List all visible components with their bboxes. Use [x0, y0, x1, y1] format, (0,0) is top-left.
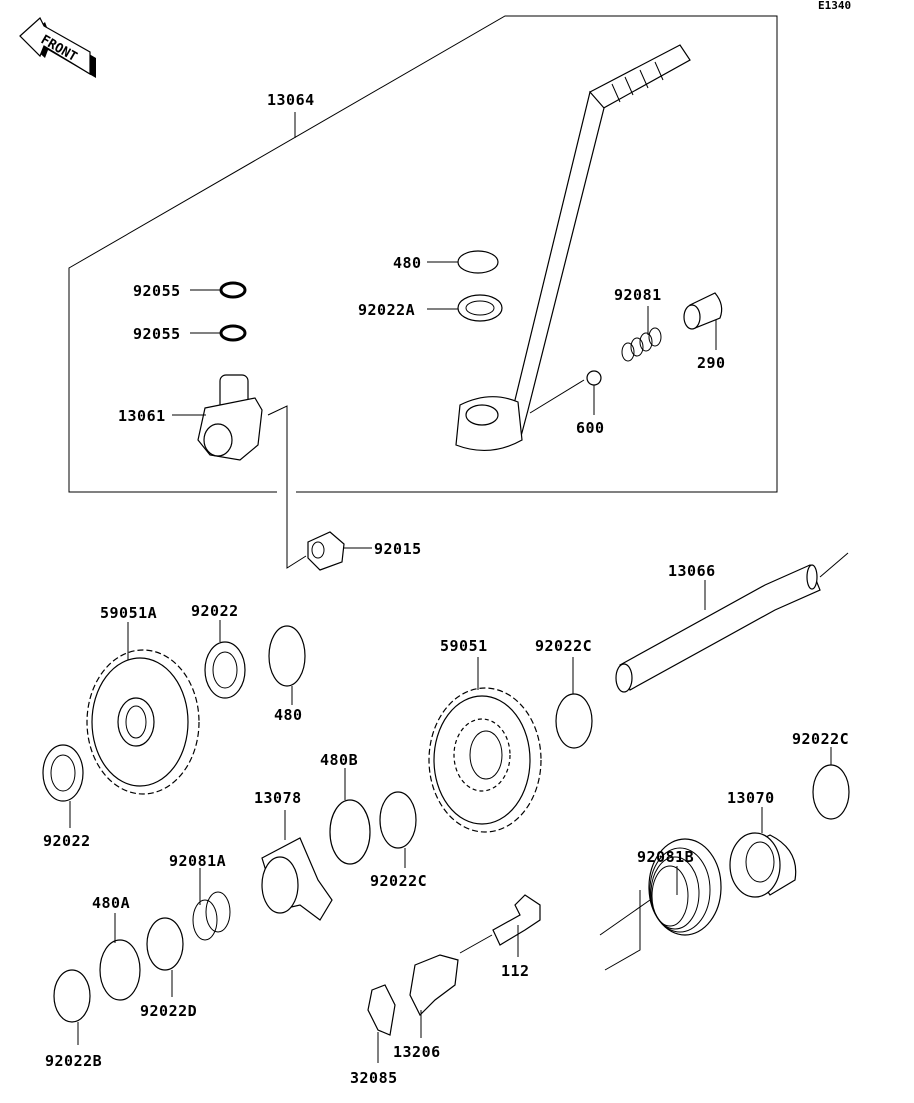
callout-480-top[interactable]: 480	[393, 254, 422, 272]
callout-92022d[interactable]: 92022D	[140, 1002, 197, 1020]
callout-92081b[interactable]: 92081B	[637, 848, 694, 866]
plate-32085-part[interactable]	[367, 984, 396, 1036]
callout-92055-1[interactable]: 92055	[133, 282, 181, 300]
callout-92022c-3[interactable]: 92022C	[370, 872, 427, 890]
callout-13064[interactable]: 13064	[267, 91, 315, 109]
callout-92022c-2[interactable]: 92022C	[792, 730, 849, 748]
callout-480b[interactable]: 480B	[320, 751, 358, 769]
washer-92022b-part[interactable]	[53, 969, 91, 1023]
shaft-13066-part[interactable]	[615, 552, 849, 693]
callout-13066[interactable]: 13066	[668, 562, 716, 580]
callout-92022b[interactable]: 92022B	[45, 1052, 102, 1070]
callout-92022-2[interactable]: 92022	[43, 832, 91, 850]
spring-92081b-part[interactable]	[599, 838, 722, 971]
oring-92055-1-part[interactable]	[219, 281, 247, 299]
washer-92022a-part[interactable]	[457, 294, 503, 322]
callout-13206[interactable]: 13206	[393, 1043, 441, 1061]
bolt-112-part[interactable]	[459, 894, 541, 954]
callout-290[interactable]: 290	[697, 354, 726, 372]
callout-112[interactable]: 112	[501, 962, 530, 980]
circlip-480a-part[interactable]	[99, 939, 141, 1001]
callout-13078[interactable]: 13078	[254, 789, 302, 807]
circlip-480-1-part[interactable]	[268, 625, 306, 687]
kick-pedal-part[interactable]	[455, 44, 691, 452]
callout-92022-1[interactable]: 92022	[191, 602, 239, 620]
callout-600[interactable]: 600	[576, 419, 605, 437]
circlip-480-top-part[interactable]	[457, 250, 499, 274]
callout-92022c-1[interactable]: 92022C	[535, 637, 592, 655]
circlip-480b-part[interactable]	[329, 799, 371, 865]
washer-92022d-part[interactable]	[146, 917, 184, 971]
callout-59051[interactable]: 59051	[440, 637, 488, 655]
washer-92022c-1-part[interactable]	[555, 693, 593, 749]
callout-92055-2[interactable]: 92055	[133, 325, 181, 343]
washer-92022-1-part[interactable]	[204, 641, 246, 699]
callout-92081[interactable]: 92081	[614, 286, 662, 304]
nut-92015-part[interactable]	[307, 531, 345, 571]
washer-92022c-2-part[interactable]	[812, 764, 850, 820]
gear-59051-part[interactable]	[428, 687, 542, 833]
callout-13070[interactable]: 13070	[727, 789, 775, 807]
callout-480a[interactable]: 480A	[92, 894, 130, 912]
ball-600-part[interactable]	[586, 370, 602, 386]
callout-92015[interactable]: 92015	[374, 540, 422, 558]
washer-92022-2-part[interactable]	[42, 744, 84, 802]
spring-92081a-part[interactable]	[192, 891, 231, 941]
callout-59051a[interactable]: 59051A	[100, 604, 157, 622]
spring-92081-part[interactable]	[621, 327, 662, 362]
callout-13061[interactable]: 13061	[118, 407, 166, 425]
callout-480-1[interactable]: 480	[274, 706, 303, 724]
kick-boss-13061-part[interactable]	[197, 374, 263, 461]
callout-92022a[interactable]: 92022A	[358, 301, 415, 319]
pin-290-part[interactable]	[683, 292, 723, 330]
callout-32085[interactable]: 32085	[350, 1069, 398, 1087]
front-arrow-icon: FRONT	[19, 17, 96, 78]
guide-13206-part[interactable]	[409, 954, 459, 1017]
callout-92081a[interactable]: 92081A	[169, 852, 226, 870]
gear-59051a-part[interactable]	[86, 649, 200, 795]
assembly-boundary	[68, 15, 778, 493]
washer-92022c-3-part[interactable]	[379, 791, 417, 849]
oring-92055-2-part[interactable]	[219, 324, 247, 342]
stopper-13070-part[interactable]	[729, 832, 797, 898]
diagram-code: E1340	[818, 0, 851, 12]
ratchet-13078-part[interactable]	[261, 837, 333, 921]
